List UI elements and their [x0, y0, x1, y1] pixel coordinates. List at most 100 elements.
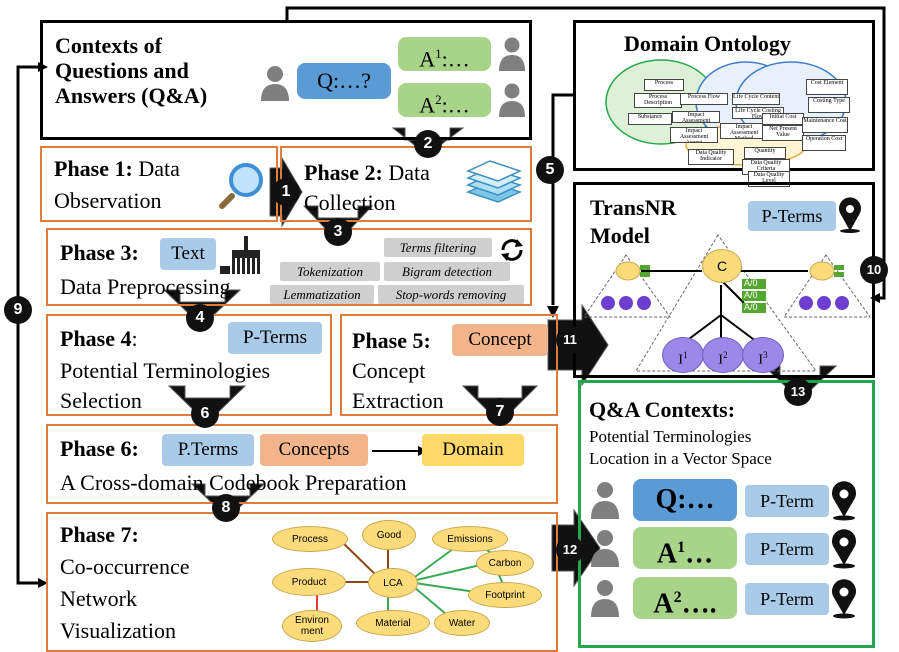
question-vector-bubble: Q:…: [633, 479, 737, 521]
transnr-pterms-chip: P-Terms: [748, 201, 836, 231]
ontology-concept: Quantity: [744, 147, 786, 159]
ontology-concept: Cost Element: [806, 79, 848, 95]
question-bubble: Q:…?: [297, 63, 391, 99]
phase3-desc: Data Preprocessing: [60, 274, 231, 299]
step-2-badge: 2: [414, 130, 442, 158]
p-terms-chip: P-Terms: [228, 322, 322, 354]
transnr-panel: TransNR Model P-Terms C A/0 A/0 A/0 I1 I…: [573, 182, 875, 378]
step-4-badge: 4: [186, 304, 214, 332]
pterm-chip: P-Term: [745, 533, 829, 565]
node-carbon: Carbon: [476, 550, 534, 576]
documents-stack-icon: [462, 158, 524, 219]
concept-chip: Concept: [452, 324, 548, 356]
location-pin-icon: [831, 481, 857, 526]
node-environment: Environ ment: [282, 610, 342, 642]
loop-connector: [285, 6, 886, 300]
ontology-concept: Process Flow: [680, 93, 728, 105]
phase6-box: Phase 6: P.Terms Concepts Domain A Cross…: [46, 424, 558, 504]
phase7-desc2: Network: [60, 586, 137, 611]
step-11-badge: 11: [556, 326, 584, 354]
terms-filtering-step: Terms filtering: [384, 238, 492, 257]
qa-vector-title: Q&A Contexts:: [589, 397, 736, 422]
step-1-badge: 1: [272, 178, 300, 206]
qa-vector-panel: Q&A Contexts: Potential Terminologies Lo…: [578, 380, 875, 648]
phase4-desc2: Selection: [60, 388, 142, 413]
node-material: Material: [356, 610, 430, 636]
text-chip: Text: [160, 238, 216, 270]
phase3-label: Phase 3:: [60, 240, 139, 265]
transnr-graph: [583, 234, 871, 372]
pterms-chip-6: P.Terms: [162, 434, 254, 466]
answerer2-person-icon: [499, 83, 525, 122]
qa-contexts-panel: Contexts of Questions and Answers (Q&A) …: [40, 20, 532, 140]
phase7-desc3: Visualization: [60, 618, 176, 643]
node-process: Process: [272, 526, 348, 552]
step-13-badge: 13: [784, 378, 812, 406]
node-product: Product: [272, 568, 346, 596]
phase6-desc: A Cross-domain Codebook Preparation: [60, 470, 407, 495]
step-9-badge: 9: [4, 296, 32, 324]
tokenization-step: Tokenization: [280, 262, 380, 281]
qa-vector-desc2: Location in a Vector Space: [589, 449, 772, 468]
phase5-desc: Concept: [352, 358, 426, 383]
phase1-box: Phase 1: Data Observation: [40, 146, 278, 222]
rel-label-1: A/0: [744, 278, 758, 288]
stop-words-step: Stop-words removing: [378, 285, 524, 304]
leaf-i2: I2: [702, 337, 744, 373]
answer1-bubble: A1:…: [398, 37, 491, 71]
lemmatization-step: Lemmatization: [270, 285, 374, 304]
node-water: Water: [434, 610, 490, 636]
node-emissions: Emissions: [432, 526, 508, 552]
answer2-bubble: A2:…: [398, 83, 491, 117]
location-pin-icon: [831, 579, 857, 624]
phase3-box: Phase 3: Data Preprocessing Text Terms f…: [46, 228, 532, 306]
person-icon: [591, 481, 619, 524]
domain-ontology-title: Domain Ontology: [624, 31, 791, 56]
leaf-i1: I1: [662, 337, 704, 373]
ontology-concept: Initial Cost: [762, 113, 804, 125]
node-good: Good: [362, 520, 416, 550]
ontology-concept: Net Present Value: [762, 125, 804, 141]
phase2-desc: Collection: [304, 190, 396, 215]
phase4-desc: Potential Terminologies: [60, 358, 271, 383]
ontology-concept: Operation Cost: [802, 135, 846, 151]
step-7-badge: 7: [486, 398, 514, 426]
connector-9: [16, 65, 40, 585]
phase7-box: Phase 7: Co-occurrence Network Visualiza…: [46, 512, 558, 652]
step-10-badge: 10: [860, 256, 888, 284]
domain-chip-6: Domain: [422, 434, 524, 466]
step-3-badge: 3: [324, 218, 352, 246]
step-12-badge: 12: [556, 536, 584, 564]
step-5-badge: 5: [536, 156, 564, 184]
qa-vector-desc: Potential Terminologies: [589, 427, 752, 446]
pterm-chip: P-Term: [745, 485, 829, 517]
ontology-concept: Life Cycle Content: [732, 93, 780, 105]
ontology-concept: Process: [644, 79, 684, 91]
step-6-badge: 6: [191, 400, 219, 428]
phase6-label: Phase 6:: [60, 436, 139, 461]
node-lca: LCA: [368, 568, 418, 598]
magnifier-icon: [218, 160, 266, 215]
ontology-concept: Impact Assessment Aspect: [670, 127, 718, 143]
ontology-concept: Substance: [628, 113, 672, 125]
pterm-chip: P-Term: [745, 583, 829, 615]
ontology-concept: Impact Assessment Method: [720, 123, 768, 139]
ontology-concept: Process Description: [634, 93, 682, 108]
phase7-label: Phase 7:: [60, 522, 139, 547]
person-icon: [591, 529, 619, 572]
bigram-detection-step: Bigram detection: [384, 262, 510, 281]
transnr-title2: Model: [590, 223, 650, 248]
question-text: Q:…?: [317, 68, 371, 93]
concepts-chip-6: Concepts: [260, 434, 368, 466]
rel-label-2: A/0: [744, 290, 758, 300]
step-8-badge: 8: [212, 494, 240, 522]
questioner-person-icon: [261, 65, 289, 106]
phase5-box: Phase 5: Concept Concept Extraction: [340, 314, 558, 416]
transnr-title: TransNR: [590, 195, 677, 220]
phase5-label: Phase 5:: [352, 328, 431, 353]
cycle-arrows-icon: [498, 236, 526, 269]
answer-vector-bubble: A2….: [633, 577, 737, 619]
ontology-concept: Impact Assessment: [672, 111, 720, 123]
node-footprint: Footprint: [468, 582, 542, 608]
